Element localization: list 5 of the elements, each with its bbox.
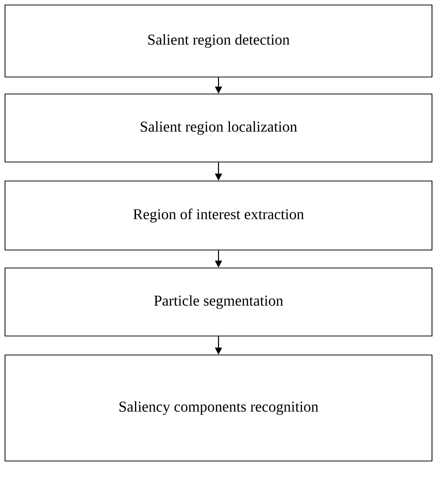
process-box: Region of interest extraction [4, 180, 432, 250]
process-box: Saliency components recognition [4, 354, 432, 462]
process-box: Salient region localization [4, 94, 432, 162]
process-box: Salient region detection [4, 4, 432, 78]
process-box: Particle segmentation [4, 268, 432, 336]
